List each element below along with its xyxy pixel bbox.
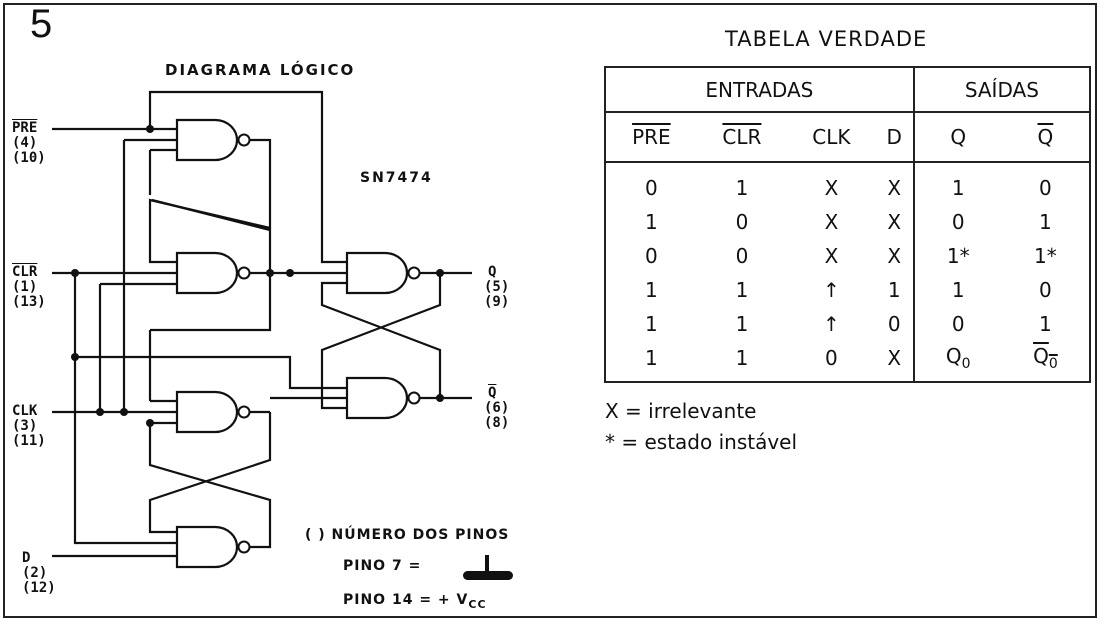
table-row: 1 0 X X 0 1 — [604, 205, 1092, 239]
outputs-group-header: SAÍDAS — [912, 66, 1092, 113]
nand-gate-1 — [175, 118, 239, 162]
pin-number-pre-b: (10) — [12, 150, 46, 166]
nand-gate-3 — [175, 390, 239, 434]
column-header-clr: CLR — [696, 112, 788, 163]
pin-name-clr: CLR — [12, 264, 38, 280]
inverter-bubble-4 — [237, 540, 251, 554]
column-header-clk: CLK — [787, 112, 876, 163]
ground-symbol — [463, 555, 513, 580]
nand-gate-2 — [175, 251, 239, 295]
figure-number: 5 — [30, 2, 53, 46]
pin14-note: PINO 14 = + VCC — [343, 592, 487, 611]
column-header-d: D — [875, 112, 914, 163]
pin-number-note: ( ) NÚMERO DOS PINOS — [305, 527, 510, 543]
column-header-qbar: Q — [1001, 112, 1092, 163]
pin-label-pre: PRE (4) (10) — [12, 121, 46, 166]
pin14-label: PINO 14 = + V — [343, 592, 469, 608]
table-row: 0 1 X X 1 0 — [604, 162, 1092, 205]
part-number: SN7474 — [360, 170, 433, 186]
pin-name-pre: PRE — [12, 120, 38, 136]
table-row: 1 1 ↑ 1 1 0 — [604, 273, 1092, 307]
pin-name-clk: CLK — [12, 403, 38, 419]
inverter-bubble-1 — [237, 133, 251, 147]
pin-name-d: D — [22, 550, 31, 566]
table-row: 1 1 0 X Q0 Q0 — [604, 341, 1092, 383]
truth-table-title: TABELA VERDADE — [725, 27, 928, 51]
nand-gate-4 — [175, 525, 239, 569]
vcc-subscript: CC — [468, 597, 487, 611]
column-header-pre: PRE — [604, 112, 697, 163]
inverter-bubble-3 — [237, 405, 251, 419]
pin-number-clk-a: (3) — [12, 418, 38, 434]
diagram-title: DIAGRAMA LÓGICO — [165, 61, 356, 79]
legend-unstable: * = estado instável — [605, 430, 798, 454]
pin7-note: PINO 7 = — [343, 558, 422, 574]
inverter-bubble-2 — [237, 266, 251, 280]
pin-label-qbar: Q (6) (8) — [484, 386, 509, 431]
pin-label-q: Q (5) (9) — [484, 265, 509, 310]
wiring — [52, 90, 472, 558]
inverter-bubble-qbar — [407, 391, 421, 405]
pin-number-d-a: (2) — [22, 565, 48, 581]
nand-gate-qbar — [345, 376, 409, 420]
pin-number-clr-b: (13) — [12, 294, 46, 310]
pin-label-clk: CLK (3) (11) — [12, 404, 46, 449]
legend-irrelevant: X = irrelevante — [605, 399, 757, 423]
inverter-bubble-q — [407, 266, 421, 280]
cell-q0: Q0 — [912, 341, 1002, 383]
pin-name-q: Q — [488, 264, 497, 280]
pin-number-pre-a: (4) — [12, 135, 38, 151]
column-header-q: Q — [912, 112, 1002, 163]
pin-number-clk-b: (11) — [12, 433, 46, 449]
pin-number-q-b: (9) — [484, 294, 510, 310]
logic-diagram — [52, 90, 513, 580]
table-row: 1 1 ↑ 0 0 1 — [604, 307, 1092, 341]
pin-name-qbar: Q — [488, 385, 497, 401]
table-row: 0 0 X X 1* 1* — [604, 239, 1092, 273]
pin-number-clr-a: (1) — [12, 279, 38, 295]
pin-number-q-a: (5) — [484, 279, 510, 295]
wire-junctions — [71, 125, 444, 427]
pin-number-d-b: (12) — [22, 580, 56, 596]
inputs-group-header: ENTRADAS — [604, 66, 915, 113]
cell-q0bar: Q0 — [1001, 341, 1092, 383]
pin-number-qbar-a: (6) — [484, 400, 510, 416]
pin-label-clr: CLR (1) (13) — [12, 265, 46, 310]
pin-number-qbar-b: (8) — [484, 415, 510, 431]
pin-label-d: D (2) (12) — [22, 551, 56, 596]
truth-table: ENTRADAS SAÍDAS PRE CLR CLK D Q Q 0 1 X … — [604, 66, 1092, 383]
nand-gate-q — [345, 251, 409, 295]
